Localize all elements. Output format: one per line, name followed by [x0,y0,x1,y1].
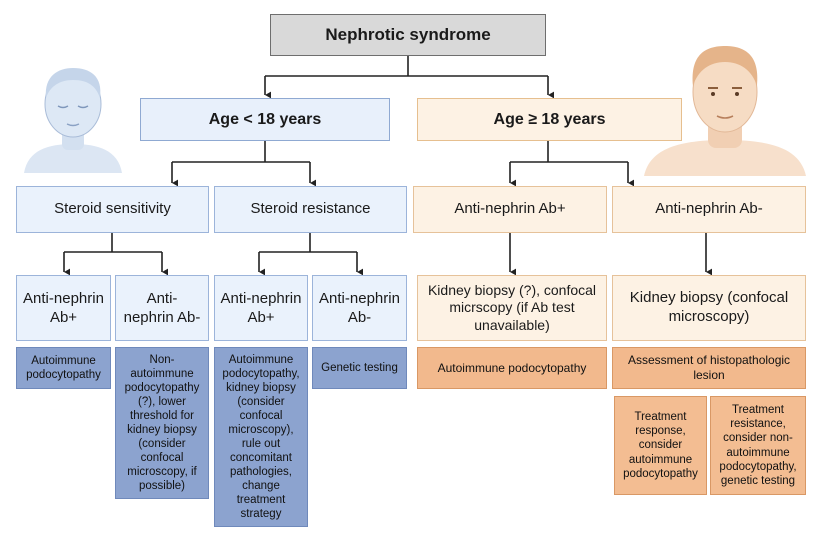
adult-header: Age ≥ 18 years [417,98,682,141]
steroid-sensitivity-node: Steroid sensitivity [16,186,209,233]
treatment-response-node: Treatment response, consider autoimmune … [614,396,707,495]
res-abpos-action: Autoimmune podocytopathy, kidney biopsy … [214,347,308,527]
sens-abneg-node: Anti-nephrin Ab- [115,275,209,341]
pediatric-header: Age < 18 years [140,98,390,141]
steroid-resistance-node: Steroid resistance [214,186,407,233]
sens-abneg-action: Non-autoimmune podocytopathy (?), lower … [115,347,209,499]
connector-sensitivity [64,233,162,253]
root-node: Nephrotic syndrome [270,14,546,56]
adult-abpos-node: Anti-nephrin Ab+ [413,186,607,233]
sens-abpos-node: Anti-nephrin Ab+ [16,275,111,341]
connector-root [265,56,548,77]
connector-pediatric [172,141,310,163]
adult-abpos-result: Autoimmune podocytopathy [417,347,607,389]
adult-face-icon [644,46,806,176]
adult-abneg-biopsy-node: Kidney biopsy (confocal microscopy) [612,275,806,341]
child-face-icon [24,68,122,173]
treatment-resistance-node: Treatment resistance, consider non-autoi… [710,396,806,495]
adult-abpos-biopsy-node: Kidney biopsy (?), confocal micrscopy (i… [417,275,607,341]
connector-adult [510,141,628,163]
adult-abneg-assessment: Assessment of histopathologic lesion [612,347,806,389]
res-abneg-node: Anti-nephrin Ab- [312,275,407,341]
adult-abneg-node: Anti-nephrin Ab- [612,186,806,233]
connector-resistance [259,233,357,253]
sens-abpos-action: Autoimmune podocytopathy [16,347,111,389]
res-abpos-node: Anti-nephrin Ab+ [214,275,308,341]
res-abneg-action: Genetic testing [312,347,407,389]
